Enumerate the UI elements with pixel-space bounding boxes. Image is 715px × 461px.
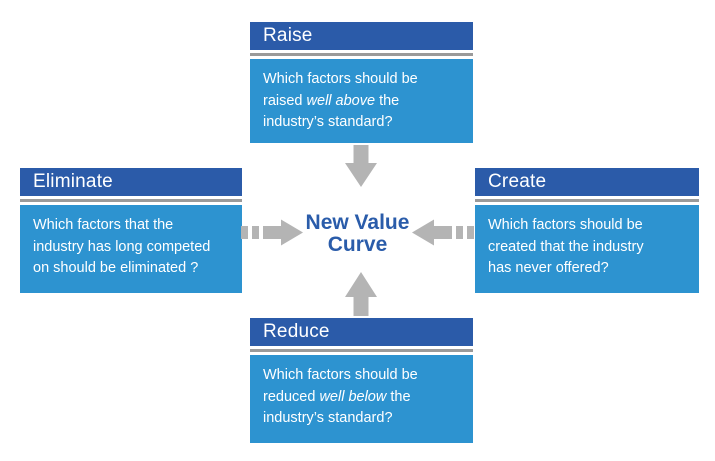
reduce-box: Reduce Which factors should be reduced w… [250,318,473,443]
text-segment: Which factors should be [488,217,643,233]
center-label-line-1: New Value [305,211,410,234]
eliminate-header: Eliminate [20,168,242,196]
create-divider [475,196,699,205]
reduce-body: Which factors should be reduced well bel… [250,355,473,443]
raise-body-line-3: industry’s standard? [263,112,463,134]
eliminate-body-line-3: on should be eliminated ? [33,258,232,280]
eliminate-header-label: Eliminate [33,171,113,192]
raise-box: Raise Which factors should be raised wel… [250,22,473,143]
reduce-body-line-2: reduced well below the [263,387,463,409]
text-segment: reduced [263,388,320,405]
text-segment: industry has long competed [33,238,211,255]
text-segment: the [386,388,411,405]
divider-line [250,53,473,56]
text-segment: raised [263,92,307,109]
text-segment: has never offered? [488,260,609,276]
eliminate-body-line-1: Which factors that the [33,215,232,237]
raise-body-line-1: Which factors should be [263,69,463,91]
text-segment-italic: well above [306,92,376,109]
arrow-down-icon [345,145,377,187]
reduce-header: Reduce [250,318,473,346]
divider-line [475,199,699,202]
dashed-arrow-right-icon [241,219,303,246]
dashed-arrow-left-icon [412,219,474,246]
create-header: Create [475,168,699,196]
eliminate-divider [20,196,242,205]
create-body-line-3: has never offered? [488,258,689,280]
raise-divider [250,50,473,59]
reduce-body-line-3: industry’s standard? [263,408,463,430]
text-segment: Which factors should be [263,71,418,87]
raise-header-label: Raise [263,25,313,46]
divider-line [250,349,473,352]
create-box: Create Which factors should be created t… [475,168,699,293]
center-label-line-2: Curve [327,233,388,256]
raise-header: Raise [250,22,473,50]
create-header-label: Create [488,171,547,192]
eliminate-body-line-2: industry has long competed [33,237,232,259]
text-segment: Which factors should be [263,367,418,383]
eliminate-body: Which factors that the industry has long… [20,205,242,293]
eliminate-box: Eliminate Which factors that the industr… [20,168,242,293]
raise-body-line-2: raised well above the [263,91,463,113]
text-segment: industry’s standard? [263,410,393,426]
reduce-body-line-1: Which factors should be [263,365,463,387]
create-body-line-2: created that the industry [488,237,689,259]
text-segment: industry’s standard? [263,114,393,130]
text-segment: Which factors that the [33,217,174,233]
arrow-up-icon [345,272,377,316]
reduce-divider [250,346,473,355]
divider-line [20,199,242,202]
create-body-line-1: Which factors should be [488,215,689,237]
text-segment: the [375,92,400,109]
reduce-header-label: Reduce [263,321,330,342]
text-segment: on should be eliminated ? [33,260,199,276]
create-body: Which factors should be created that the… [475,205,699,293]
center-label: New Value Curve [292,212,423,256]
raise-body: Which factors should be raised well abov… [250,59,473,143]
text-segment: created that the industry [488,238,644,255]
text-segment-italic: well below [319,388,387,405]
